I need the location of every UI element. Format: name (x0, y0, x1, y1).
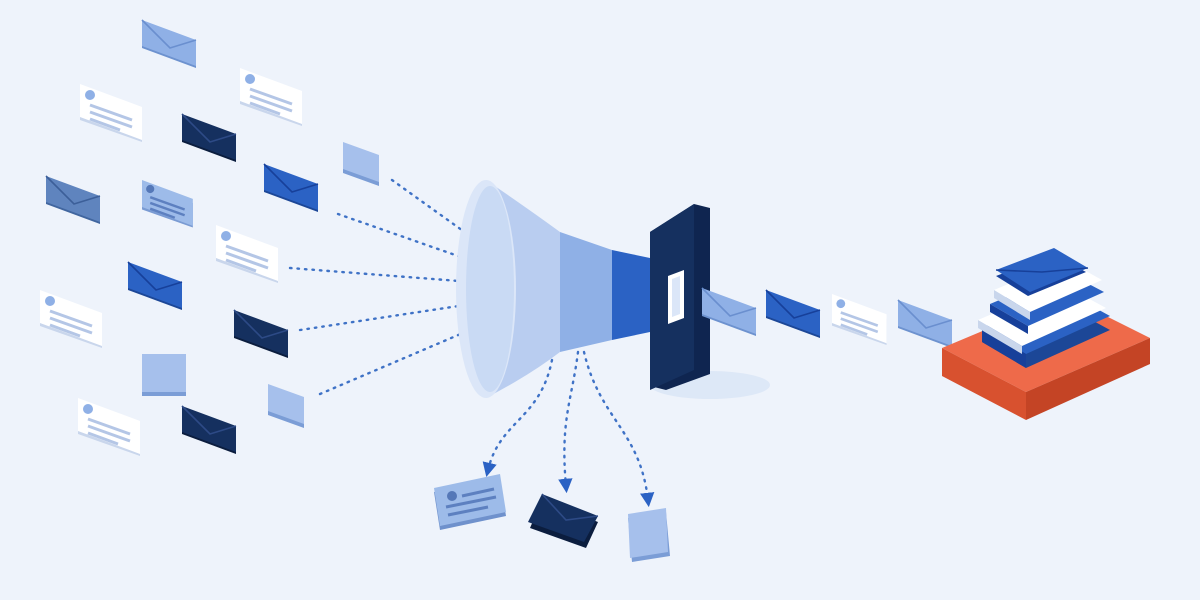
envelope-icon (181, 405, 237, 455)
envelope-icon (528, 493, 599, 548)
contact-card-icon (214, 223, 280, 285)
funnel-icon (456, 180, 770, 399)
filtered-out-items (434, 474, 670, 562)
envelope-icon (141, 19, 197, 69)
tile-icon (343, 142, 379, 186)
tile-icon (142, 354, 186, 396)
incoming-items (38, 19, 379, 458)
envelope-icon (233, 309, 289, 359)
filtered-out-paths (482, 350, 655, 508)
output-queue (701, 287, 953, 349)
contact-card-icon (238, 66, 304, 128)
contact-card-icon (434, 474, 506, 530)
envelope-icon (45, 175, 101, 225)
contact-card-icon (78, 82, 144, 144)
envelope-icon (765, 289, 821, 339)
envelope-icon (701, 287, 757, 337)
tile-icon (628, 508, 670, 562)
contact-card-icon (140, 178, 195, 229)
envelope-icon (181, 113, 237, 163)
envelope-icon (897, 299, 953, 349)
contact-card-icon (76, 396, 142, 458)
tile-icon (268, 384, 304, 428)
envelope-icon (263, 163, 319, 213)
contact-card-icon (38, 288, 104, 350)
envelope-icon (127, 261, 183, 311)
stacked-envelopes-icon (942, 248, 1150, 420)
contact-card-icon (830, 292, 888, 347)
